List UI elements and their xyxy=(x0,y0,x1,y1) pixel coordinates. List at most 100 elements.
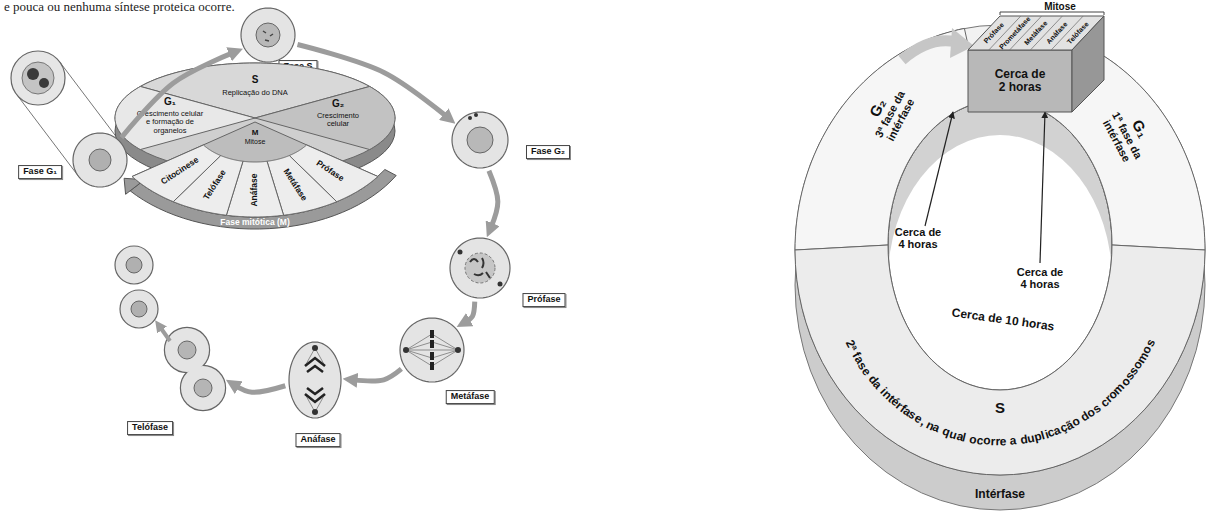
spindle-pole xyxy=(312,409,318,415)
nucleus xyxy=(126,257,142,273)
mitosis-stage-wedge-outline xyxy=(132,145,221,202)
shape-group xyxy=(241,8,295,62)
phase-letter: S xyxy=(995,400,1005,417)
nucleus xyxy=(178,341,196,359)
shape-group xyxy=(452,112,508,168)
phase-letter: G₂ xyxy=(332,98,344,109)
phase-description: 2ª fase da intérfase, na qual ocorre a d… xyxy=(840,333,1161,452)
mitosis-stage-wedge: Citocinese xyxy=(131,143,222,203)
ring-top xyxy=(795,25,1205,475)
nucleus xyxy=(256,23,280,47)
phase-letter: M xyxy=(252,129,259,138)
phase-letter: S xyxy=(252,74,259,85)
zoom-cell xyxy=(11,51,65,105)
phase-description: Replicação do DNA xyxy=(222,89,287,97)
cycle-arrow xyxy=(121,53,233,138)
cell-membrane xyxy=(452,112,508,168)
shape-group xyxy=(400,318,464,382)
mitosis-block-shape xyxy=(960,0,1110,116)
phase-description: Mitose xyxy=(245,138,266,146)
arc-letter: o xyxy=(983,435,991,449)
cycle-arrow xyxy=(466,302,475,322)
cell: Fase G₂ xyxy=(451,111,509,169)
ring-hole-edge xyxy=(888,100,1112,390)
mitosis-stage: Anáfase xyxy=(250,174,259,207)
phase-tag: Prófase xyxy=(522,293,565,307)
zoom-nucleus xyxy=(22,62,54,94)
phase-description: Crescimento celular e formação de organe… xyxy=(135,110,205,135)
cell-shape xyxy=(288,341,342,419)
ring-sector: G₂3ª fase da intérfase xyxy=(794,27,982,252)
nucleus xyxy=(194,379,212,397)
arc-letter: r xyxy=(991,435,996,448)
ring-sector-outline xyxy=(795,245,1205,475)
shape-group xyxy=(795,28,981,250)
zoom-line xyxy=(60,62,122,144)
cell-body xyxy=(181,366,225,410)
arc-letter: a xyxy=(1010,435,1018,449)
spindle-pole xyxy=(455,347,461,353)
cycle-arrow xyxy=(353,369,401,381)
leader-arrow xyxy=(925,112,953,226)
cycle-arrow xyxy=(235,385,285,392)
cell: Fase G₁ xyxy=(72,132,128,188)
cell-shape xyxy=(451,111,509,169)
arc-letter: e xyxy=(1000,435,1007,448)
cell-membrane xyxy=(400,318,464,382)
nucleus xyxy=(467,127,493,153)
division-arrow xyxy=(160,327,170,341)
cycle-arrow xyxy=(489,171,498,228)
daughter-cell xyxy=(115,246,153,284)
chromosomes xyxy=(470,258,490,278)
shape-group xyxy=(132,145,221,202)
nucleus xyxy=(131,301,147,317)
spindle xyxy=(305,348,325,412)
shape-group xyxy=(1029,33,1205,250)
spindle-pole xyxy=(312,345,318,351)
shape-group xyxy=(73,133,127,187)
cycle-direction-arrow xyxy=(902,41,956,60)
zoom-line xyxy=(17,94,79,176)
cell-membrane xyxy=(450,238,510,298)
cell: Telófase xyxy=(164,327,226,411)
phase-tag: Anáfase xyxy=(295,433,340,447)
duration: Cerca de 10 horas xyxy=(951,306,1055,333)
arc-letter: c xyxy=(976,434,984,448)
centrosome xyxy=(468,116,472,120)
cell-shape xyxy=(449,237,511,299)
ring-label: Intérfase xyxy=(975,488,1025,501)
ribbon-label: Fase mitótica (M) xyxy=(220,218,289,227)
mitosis-bracket xyxy=(1000,12,1104,15)
block-front xyxy=(968,50,1072,112)
phase-letter: G₁ xyxy=(164,96,176,107)
nucleus xyxy=(89,149,111,171)
arc-letter: r xyxy=(995,435,1000,448)
phase-tag: Metáfase xyxy=(446,390,495,404)
cell-membrane xyxy=(165,328,209,372)
mitosis-block: MitosePrófasePrometáfaseMetáfaseAnáfaseT… xyxy=(960,0,1110,116)
shape-group xyxy=(289,342,341,418)
shape-group xyxy=(795,245,1205,475)
zoom-chromatin xyxy=(27,68,39,80)
ring-sector: S2ª fase da intérfase, na qual ocorre a … xyxy=(794,244,1206,476)
phase-tag: Telófase xyxy=(127,421,173,435)
mitosis-wedge-outline xyxy=(132,122,378,217)
cell: Fase S xyxy=(240,7,296,63)
shape-group xyxy=(165,328,225,410)
cell-shape xyxy=(72,132,128,188)
cell-membrane xyxy=(289,342,341,418)
cell-membrane xyxy=(241,8,295,62)
duration: Cerca de 2 horas xyxy=(992,68,1048,94)
shape-group xyxy=(968,12,1104,112)
cell-shape xyxy=(240,7,296,63)
ring-sector-outline xyxy=(1029,33,1205,250)
cell-membrane xyxy=(73,133,127,187)
cycle-direction-head xyxy=(950,28,974,58)
block-title: Mitose xyxy=(1044,1,1076,12)
shape-group xyxy=(450,238,510,298)
centrosome xyxy=(474,113,478,117)
shape-group xyxy=(132,122,378,217)
spindle xyxy=(406,334,458,366)
